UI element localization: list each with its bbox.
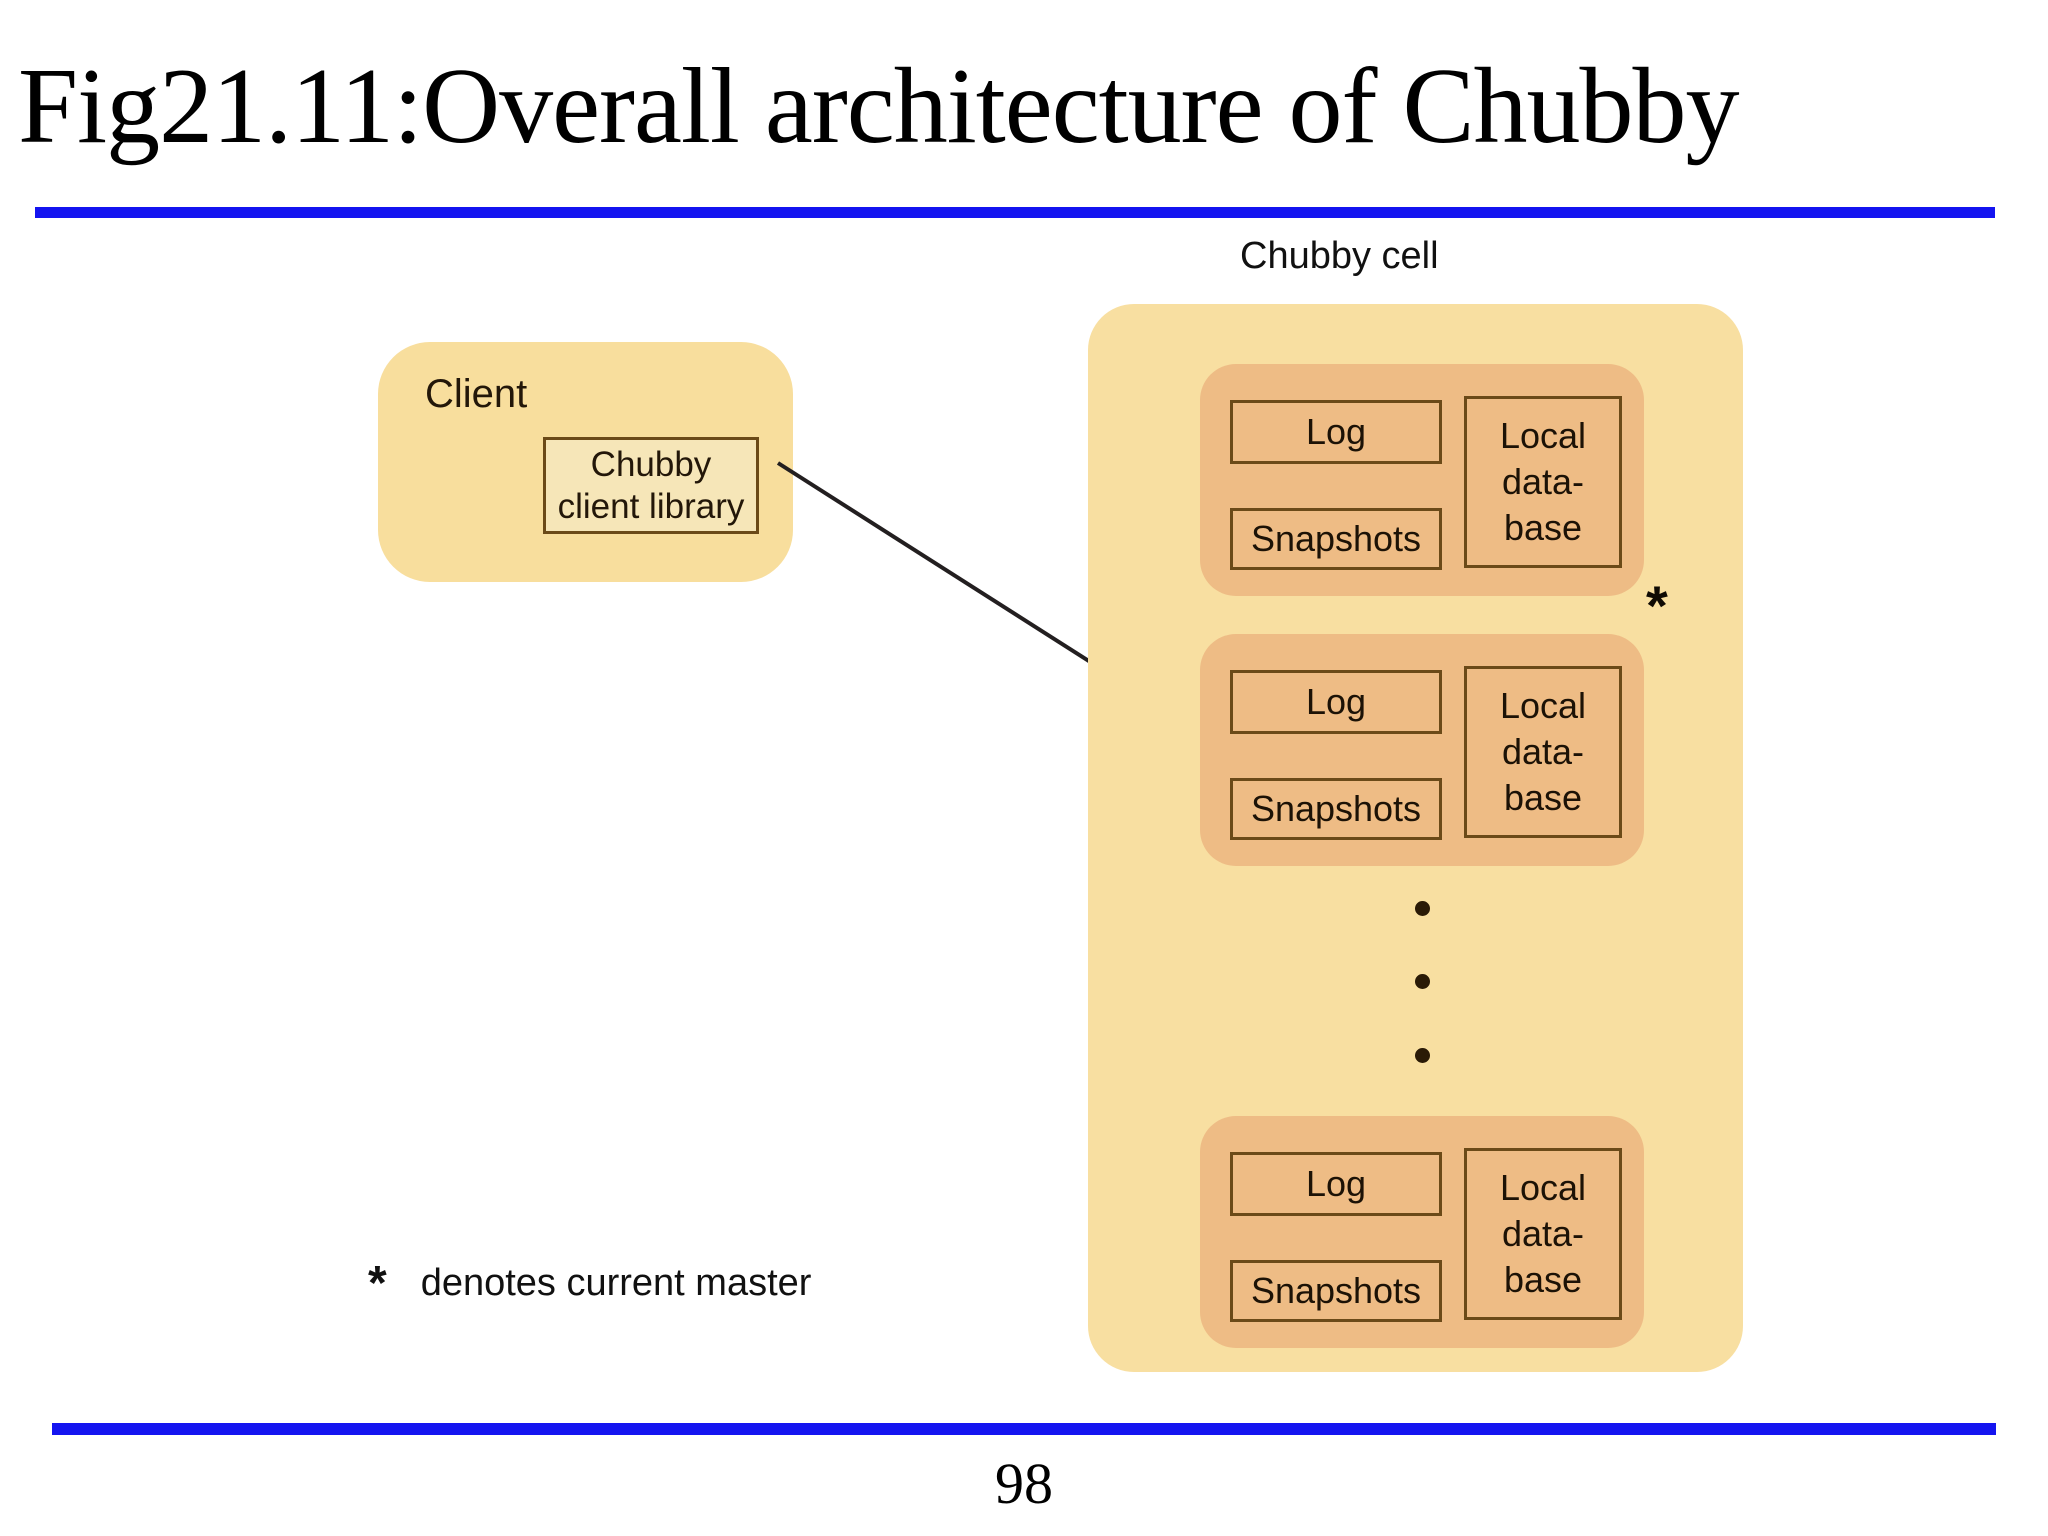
replica-2-localdb-line1: Local (1499, 685, 1587, 726)
replica-1-localdb-line3: base (1503, 507, 1583, 548)
replica-1-localdb-line1: Local (1499, 415, 1587, 456)
legend-text: denotes current master (420, 1262, 812, 1304)
replica-3: Log Snapshots Local data- base (1200, 1116, 1644, 1348)
replica-3-localdb-line3: base (1503, 1259, 1583, 1300)
replica-1-localdb-line2: data- (1501, 461, 1585, 502)
replica-3-localdb-line2: data- (1501, 1213, 1585, 1254)
replica-2-log-box: Log (1230, 670, 1442, 734)
page-title: Fig21.11:Overall architecture of Chubby (18, 47, 1740, 166)
replica-1-log-box: Log (1230, 400, 1442, 464)
replica-1-snapshots-box: Snapshots (1230, 508, 1442, 570)
replica-3-log-box: Log (1230, 1152, 1442, 1216)
footer-divider-rule (52, 1423, 1996, 1435)
chubby-client-library-box: Chubby client library (543, 437, 759, 534)
replica-3-snapshots-box: Snapshots (1230, 1260, 1442, 1322)
replica-2-localdb-line2: data- (1501, 731, 1585, 772)
title-divider-rule (35, 207, 1995, 218)
chubby-client-library-line2: client library (557, 486, 745, 526)
replica-3-localdb-line1: Local (1499, 1167, 1587, 1208)
page-number: 98 (995, 1451, 1053, 1516)
replica-2-localdb-line3: base (1503, 777, 1583, 818)
vertical-ellipsis-dot-2 (1415, 974, 1430, 989)
legend-asterisk-icon: * (368, 1256, 387, 1310)
replica-1-local-database-box: Local data- base (1464, 396, 1622, 568)
chubby-cell-container: Log Snapshots Local data- base Log Snaps… (1088, 304, 1743, 1372)
chubby-client-library-line1: Chubby (590, 444, 712, 484)
vertical-ellipsis-dot-1 (1415, 901, 1430, 916)
replica-2-master: Log Snapshots Local data- base (1200, 634, 1644, 866)
legend: * denotes current master (368, 1256, 812, 1310)
master-marker-asterisk: * (1646, 574, 1668, 637)
chubby-cell-label: Chubby cell (1240, 235, 1439, 277)
client-label: Client (425, 372, 528, 416)
replica-1: Log Snapshots Local data- base (1200, 364, 1644, 596)
replica-3-local-database-box: Local data- base (1464, 1148, 1622, 1320)
replica-2-snapshots-box: Snapshots (1230, 778, 1442, 840)
replica-2-local-database-box: Local data- base (1464, 666, 1622, 838)
vertical-ellipsis-dot-3 (1415, 1048, 1430, 1063)
